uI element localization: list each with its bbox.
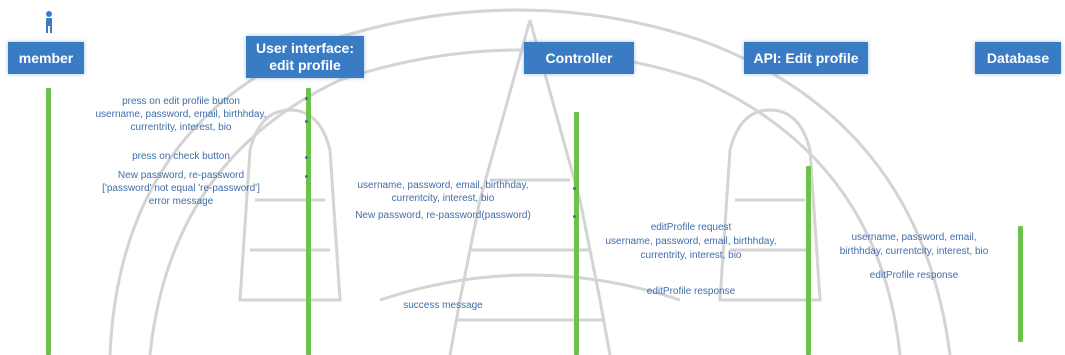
message-label: username, password, email, birthhday, xyxy=(357,180,529,191)
message-label: currentrity, interest, bio xyxy=(130,122,232,133)
lane-database: Database xyxy=(975,42,1061,74)
message-label: username, password, email, birthhday, xyxy=(605,236,777,247)
message-label: username, password, email, birthhday, xyxy=(95,109,267,120)
message-label: currentrity, interest, bio xyxy=(640,250,742,261)
message-label: press on check button xyxy=(132,151,230,162)
lifeline-database xyxy=(1018,226,1023,342)
lane-controller: Controller xyxy=(524,42,634,74)
message-label: press on edit profile button xyxy=(122,96,240,107)
lifeline-user-interface xyxy=(306,88,311,355)
message-label: success message xyxy=(403,300,483,311)
message-endpoint xyxy=(305,97,308,100)
lifeline-controller xyxy=(574,112,579,355)
guard-condition: ['password' not equal 're-password'] xyxy=(102,183,260,194)
lane-member: member xyxy=(8,42,84,74)
message-label: birthhday, currentcity, interest, bio xyxy=(839,246,989,257)
message-endpoint xyxy=(305,175,308,178)
lane-user-interface: User interface: edit profile xyxy=(246,36,364,78)
message-label: currentcity, interest, bio xyxy=(391,193,495,204)
message-label: New password, re-password xyxy=(117,170,245,181)
lifeline-api xyxy=(806,166,811,355)
message-label: editProfile request xyxy=(650,222,732,233)
message-label: editProfile response xyxy=(869,270,959,281)
message-label: username, password, email, xyxy=(851,232,977,243)
message-endpoint xyxy=(573,187,576,190)
message-label: error message xyxy=(148,196,214,207)
lifeline-member xyxy=(46,88,51,355)
message-endpoint xyxy=(573,215,576,218)
actor-icon xyxy=(46,11,52,33)
message-endpoint xyxy=(305,156,308,159)
lane-api-edit-profile: API: Edit profile xyxy=(744,42,868,74)
message-label: New password, re-password(password) xyxy=(355,210,531,221)
message-endpoint xyxy=(305,120,308,123)
message-label: editProfile response xyxy=(646,286,736,297)
